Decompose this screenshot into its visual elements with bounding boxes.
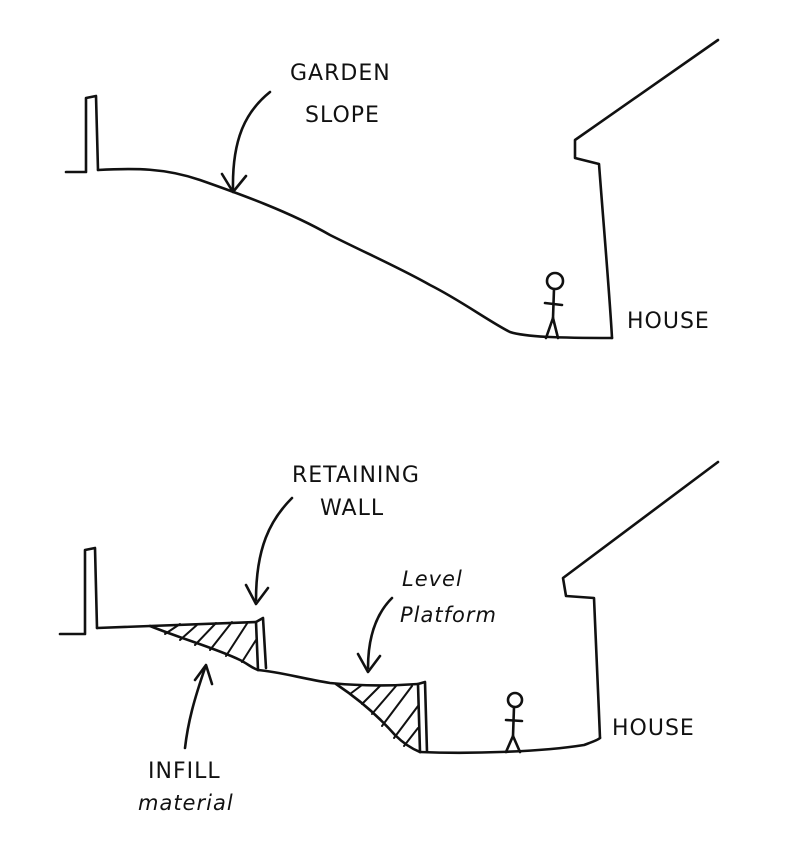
bottom-house-wall	[561, 460, 720, 740]
bottom-retaining-label-line1: RETAINING	[292, 463, 420, 488]
bottom-section: RETAINING WALL Level Platform INFILL mat…	[58, 460, 720, 815]
bottom-infill-region-1-outline	[148, 624, 260, 672]
bottom-house-label: HOUSE	[612, 716, 695, 741]
bottom-infill-label-line1: INFILL	[148, 759, 221, 784]
bottom-infill-arrowhead	[193, 663, 214, 686]
bottom-retaining-wall-1	[254, 616, 268, 672]
bottom-infill-label-line2: material	[138, 791, 234, 815]
bottom-upper-level	[95, 620, 258, 630]
bottom-infill-hatching-1	[164, 621, 257, 663]
top-house-label: HOUSE	[627, 309, 710, 334]
bottom-level-platform-arrow	[366, 596, 394, 670]
top-boundary-post	[64, 94, 100, 174]
bottom-level-label-line2: Platform	[400, 603, 497, 627]
bottom-infill-arrow	[183, 666, 207, 750]
top-garden-label-line1: GARDEN	[290, 61, 391, 86]
top-garden-label-line2: SLOPE	[305, 103, 380, 128]
bottom-retaining-label-line2: WALL	[320, 496, 384, 521]
bottom-retaining-wall-2	[416, 680, 429, 754]
bottom-person-figure	[504, 691, 524, 754]
top-person-figure	[543, 271, 565, 340]
bottom-infill-hatching-2	[349, 684, 419, 747]
bottom-level-platform-arrowhead	[356, 652, 382, 674]
top-garden-slope-line	[96, 167, 614, 340]
bottom-retaining-wall-arrow	[254, 496, 294, 602]
top-section: GARDEN SLOPE HOUSE	[64, 38, 720, 340]
bottom-level-label-line1: Level	[402, 567, 463, 591]
bottom-lower-level	[418, 736, 602, 755]
bottom-middle-level	[256, 668, 420, 687]
bottom-infill-region-2-outline	[334, 682, 422, 754]
top-slope-arrow	[231, 90, 272, 192]
top-house-wall	[573, 38, 720, 340]
bottom-boundary-post	[58, 546, 99, 636]
bottom-retaining-wall-arrowhead	[244, 583, 270, 606]
top-slope-arrowhead	[220, 172, 248, 194]
